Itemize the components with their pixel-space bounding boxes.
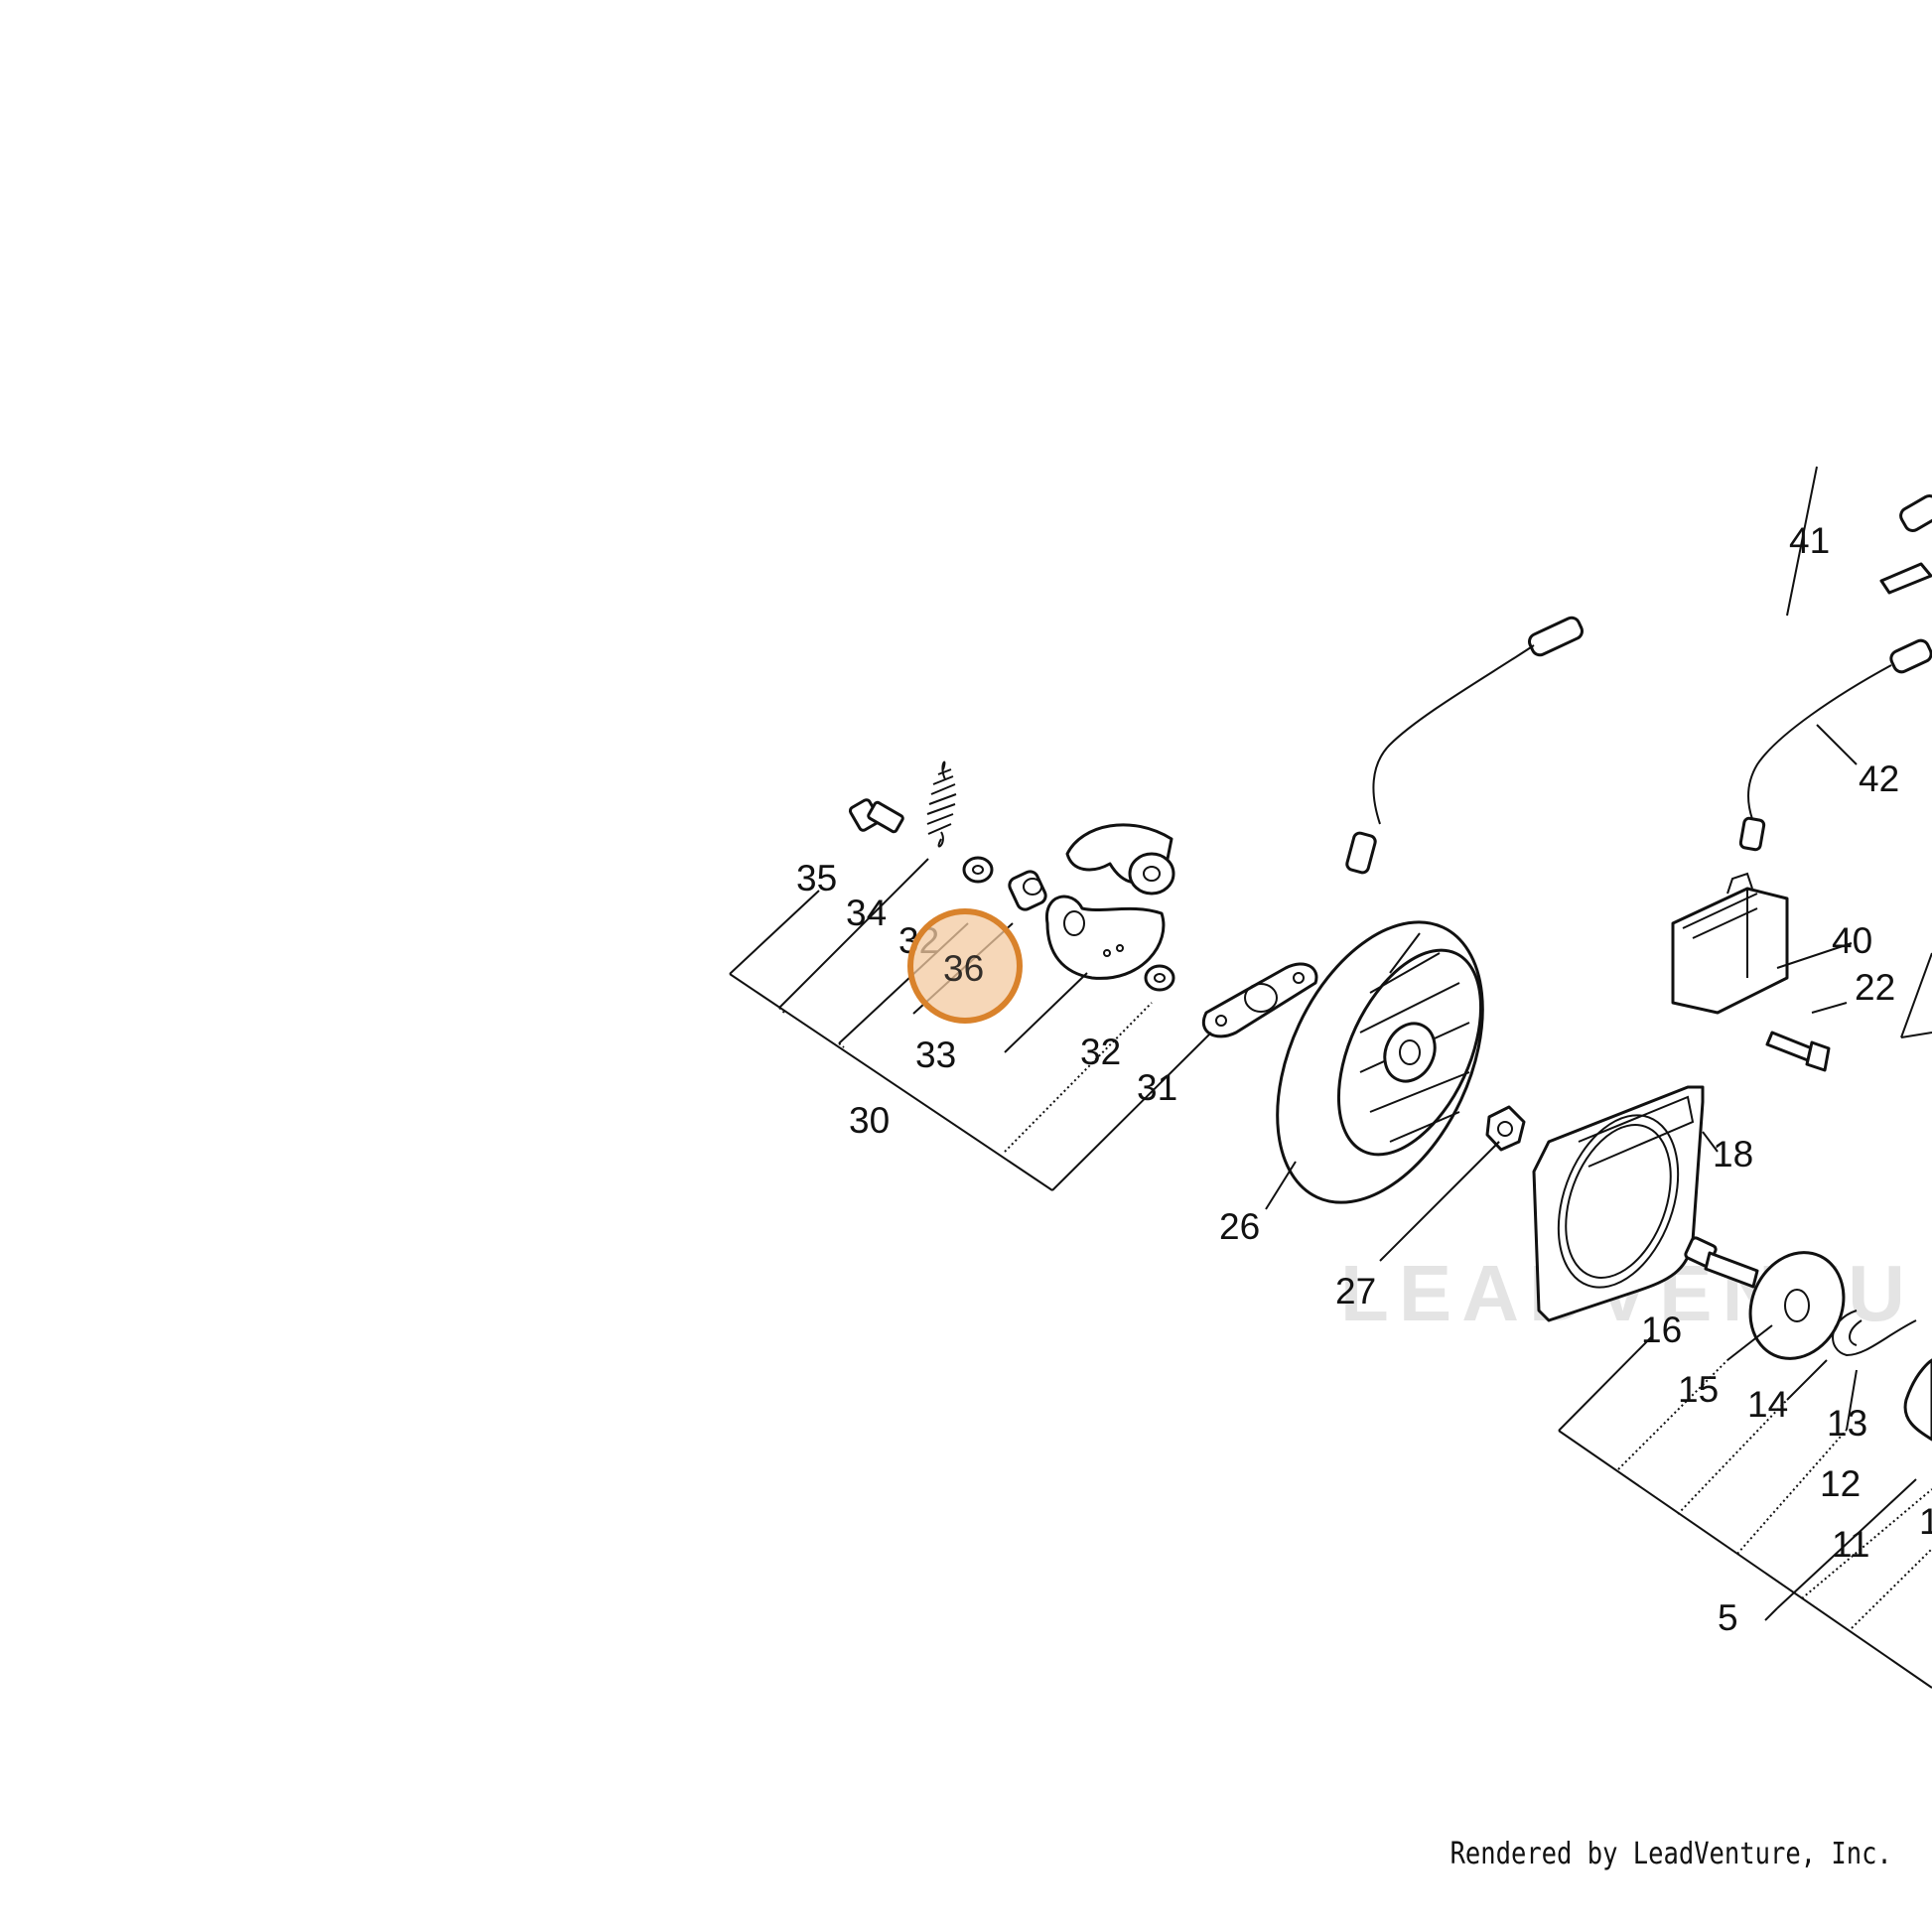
- bolt-35-part: [848, 798, 904, 834]
- callout-13: 13: [1827, 1403, 1867, 1444]
- spring-clip-14-part: [1832, 1310, 1917, 1357]
- wire-42-part: [1738, 638, 1932, 852]
- callout-22: 22: [1855, 967, 1895, 1008]
- reel-13-part: [1903, 1358, 1932, 1442]
- callout-34: 34: [846, 893, 887, 933]
- callout-14: 14: [1747, 1384, 1788, 1425]
- flywheel-26-part: [1276, 920, 1484, 1204]
- nut-27-part: [1485, 1105, 1526, 1152]
- callout-12: 12: [1820, 1463, 1861, 1504]
- callout-30: 30: [849, 1100, 890, 1141]
- washer-32b-part: [1144, 964, 1175, 992]
- highlight-marker-36[interactable]: 36: [907, 908, 1023, 1024]
- callout-1: 1: [1919, 1501, 1932, 1542]
- screw-22-part: [1765, 1031, 1831, 1072]
- starter-ignition-assembly: [1345, 494, 1932, 1442]
- spring-34-part: [926, 760, 957, 848]
- callout-26: 26: [1219, 1206, 1260, 1247]
- callout-41: 41: [1789, 520, 1830, 561]
- callout-27: 27: [1335, 1271, 1376, 1311]
- clutch-assembly: [848, 760, 1526, 1204]
- callout-42: 42: [1859, 759, 1899, 799]
- ignition-coil-40-part: [1671, 872, 1789, 1015]
- washer-32-part: [962, 856, 994, 884]
- callout-32b: 32: [1080, 1032, 1121, 1072]
- callout-40: 40: [1832, 920, 1872, 961]
- plate-31-part: [1201, 962, 1318, 1038]
- bolt-16-part: [1684, 1236, 1759, 1289]
- callout-16: 16: [1641, 1310, 1682, 1350]
- callout-11: 11: [1832, 1524, 1869, 1565]
- leader-lines: [729, 466, 1932, 1689]
- callout-33: 33: [915, 1035, 956, 1075]
- plug-wire-41-part: [1345, 616, 1584, 875]
- callout-35: 35: [796, 858, 837, 898]
- starter-housing-18-part: [1532, 1085, 1705, 1322]
- callout-36-highlighted: 36: [943, 948, 984, 989]
- callout-5: 5: [1718, 1597, 1738, 1638]
- callout-18: 18: [1713, 1134, 1753, 1174]
- bush-33-part: [1008, 870, 1047, 911]
- render-credit: Rendered by LeadVenture, Inc.: [1449, 1837, 1892, 1871]
- callout-15: 15: [1678, 1369, 1719, 1410]
- clutch-shoe-30-part: [1044, 823, 1175, 980]
- callout-31: 31: [1137, 1067, 1177, 1108]
